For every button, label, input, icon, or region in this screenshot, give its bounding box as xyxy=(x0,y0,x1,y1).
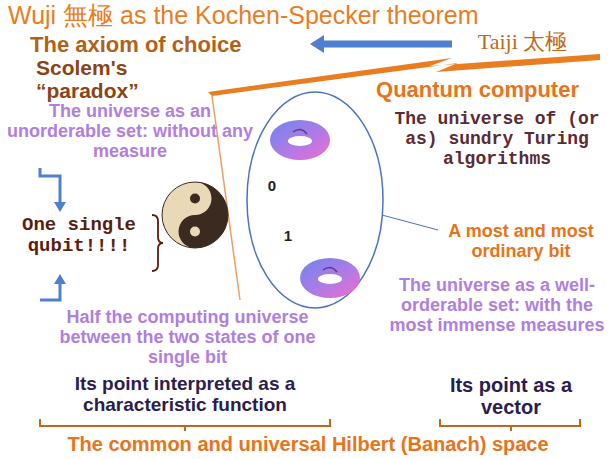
note-text: The universe as an unorderable set: with… xyxy=(4,102,256,161)
note-text: Its point interpreted as a characteristi… xyxy=(20,374,350,416)
arrow-head xyxy=(310,35,324,53)
yin-yang-dot xyxy=(190,227,200,237)
concept-label: One single qubit!!!! xyxy=(4,215,154,257)
yin-yang-half xyxy=(179,182,229,248)
state-number: 1 xyxy=(278,228,298,245)
torus xyxy=(300,258,360,298)
arrow-head xyxy=(54,202,66,212)
blue-bracket-arrow xyxy=(40,168,60,204)
torus-mark xyxy=(323,267,337,272)
note-text: Its point as a vector xyxy=(445,374,577,418)
yin-yang-dot xyxy=(190,194,200,204)
diagram-title: Wuji 無極 as the Kochen-Specker theorem xyxy=(8,2,608,30)
concept-label: The axiom of choice xyxy=(30,33,310,57)
heading-label: Taiji 太極 xyxy=(440,30,605,54)
torus xyxy=(270,120,330,160)
bracket xyxy=(40,419,330,431)
concept-label: A most and most ordinary bit xyxy=(430,222,612,262)
blue-bracket-arrow xyxy=(40,282,60,300)
blue-arrow xyxy=(322,41,452,48)
concept-label: Scolem's “paradox” xyxy=(36,56,206,102)
brace xyxy=(152,215,163,271)
note-text: Half the computing universe between the … xyxy=(40,308,335,367)
concept-label: Quantum computer xyxy=(345,78,610,102)
footer-label: The common and universal Hilbert (Banach… xyxy=(6,433,610,455)
arrow-head xyxy=(54,274,66,284)
state-number: 0 xyxy=(262,178,282,195)
torus-mark xyxy=(293,129,307,134)
bracket xyxy=(440,419,580,431)
note-text: The universe as a well- orderable set: w… xyxy=(384,276,610,335)
note-text: The universe of (or as) sundry Turing al… xyxy=(384,110,610,169)
leader-line xyxy=(382,215,438,230)
ellipse-outline xyxy=(247,92,383,308)
yin-yang xyxy=(162,182,228,248)
